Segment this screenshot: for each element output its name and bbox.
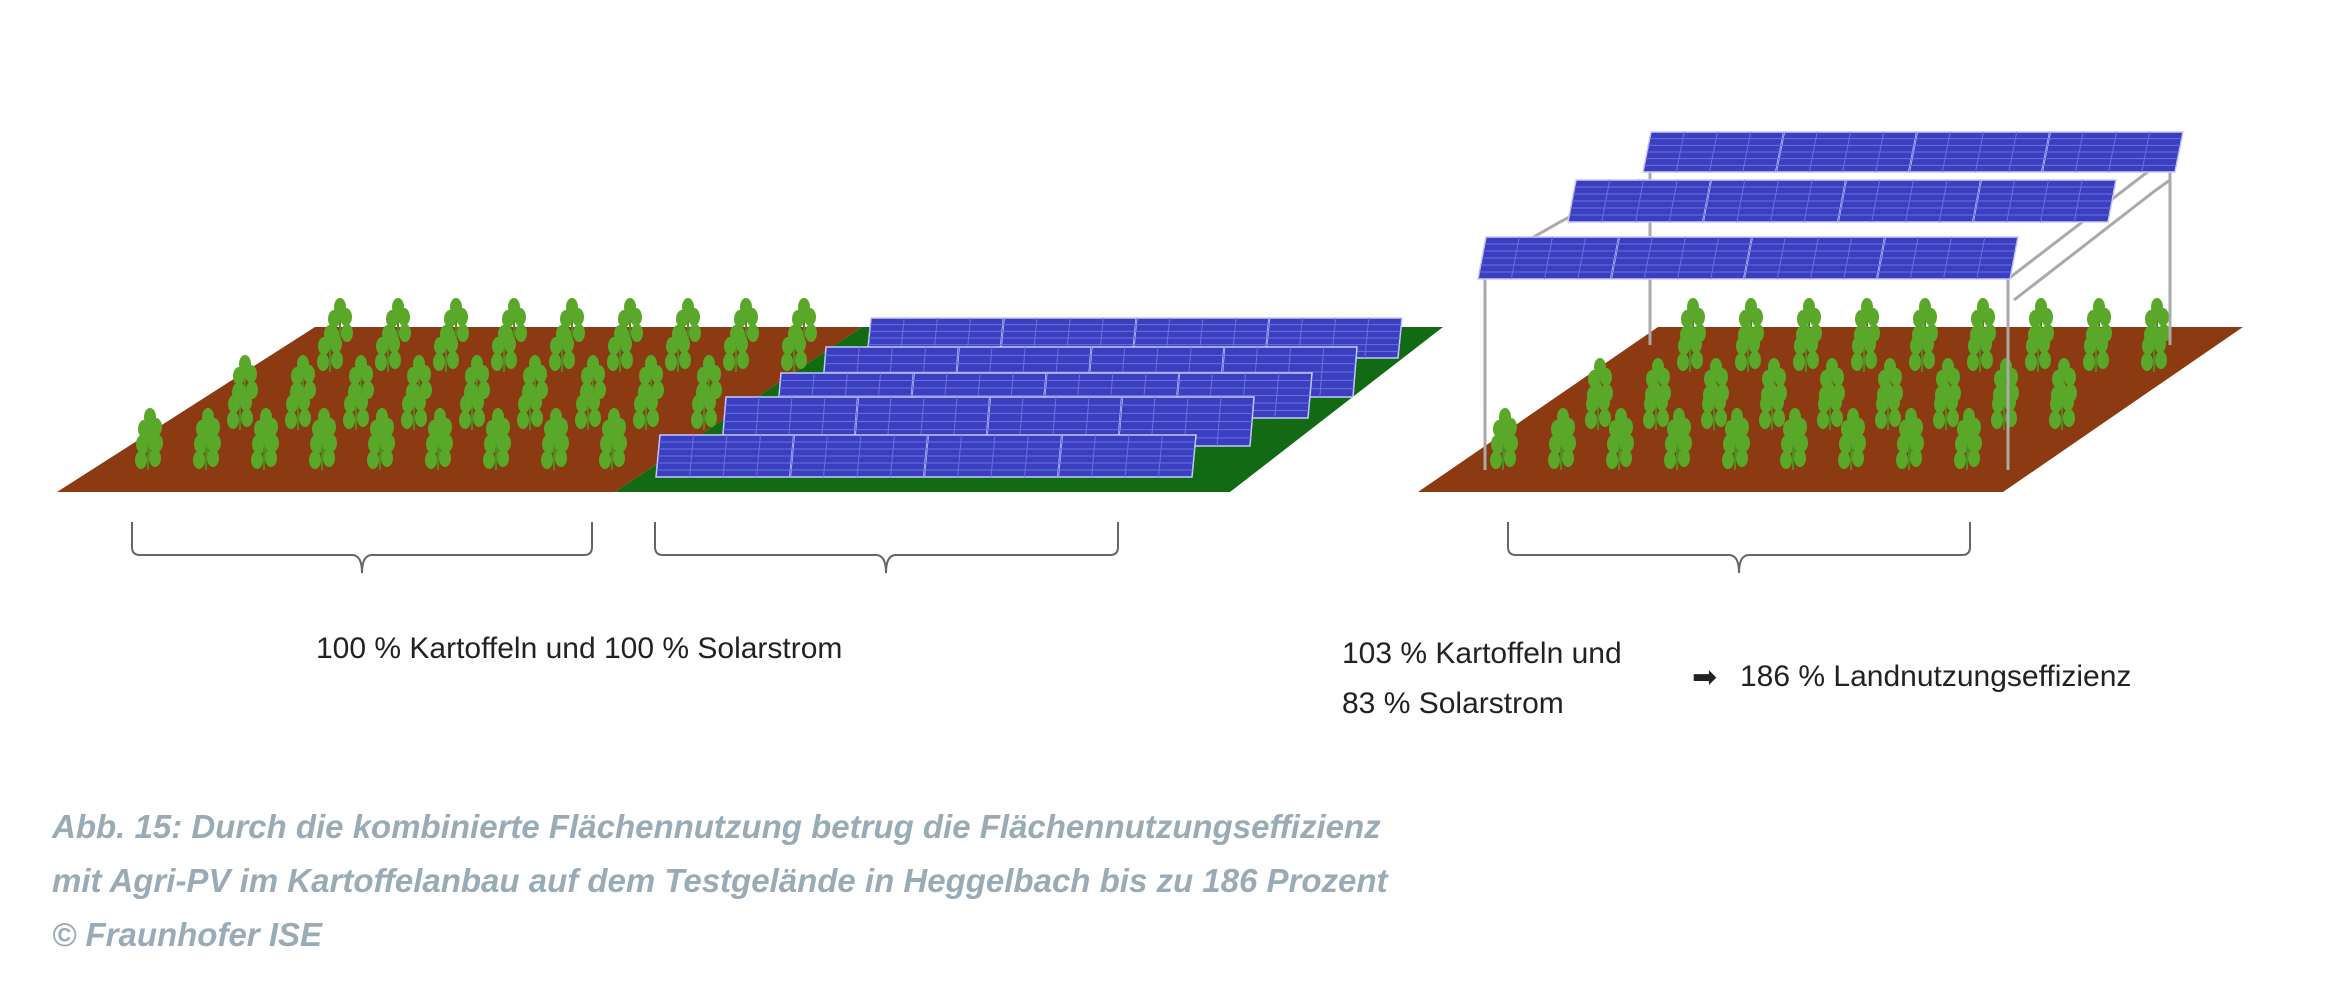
caption-line-3: © Fraunhofer ISE <box>52 916 323 953</box>
potato-plant <box>1819 358 1845 405</box>
potato-plants-left <box>135 298 817 470</box>
potato-plant <box>541 423 567 470</box>
potato-plant <box>691 383 717 430</box>
potato-plant <box>251 423 277 470</box>
potato-plant <box>193 423 219 470</box>
potato-plant <box>433 325 459 372</box>
potato-plant <box>1722 423 1748 470</box>
potato-plant <box>2083 325 2109 372</box>
potato-plant <box>375 325 401 372</box>
efficiency-label: 186 % Landnutzungseffizienz <box>1740 660 2132 693</box>
potato-plant <box>1954 423 1980 470</box>
potato-plant <box>491 325 517 372</box>
potato-plant <box>575 383 601 430</box>
potato-plant <box>1490 423 1516 470</box>
potato-plant <box>1967 325 1993 372</box>
potato-plant <box>665 325 691 372</box>
potato-plant <box>317 325 343 372</box>
potato-plant <box>1643 383 1669 430</box>
potato-plant <box>483 423 509 470</box>
potato-plant <box>781 325 807 372</box>
potato-plant <box>1664 423 1690 470</box>
potato-plant <box>1738 298 1764 345</box>
elevated-pv-rows <box>1477 131 2184 280</box>
caption-line-1: Abb. 15: Durch die kombinierte Flächennu… <box>52 808 1381 845</box>
agri-pv-scene <box>1418 131 2243 492</box>
potato-plant <box>1701 383 1727 430</box>
potato-plant <box>343 383 369 430</box>
brace-solar <box>654 522 1119 574</box>
braces <box>131 522 1971 574</box>
potato-plant <box>285 383 311 430</box>
potato-plant <box>367 423 393 470</box>
potato-plant <box>1548 423 1574 470</box>
agripv-result-line2: 83 % Solarstrom <box>1342 687 1564 720</box>
potato-plant <box>1817 383 1843 430</box>
potato-plant <box>1606 423 1632 470</box>
potato-plant <box>517 383 543 430</box>
potato-plant <box>401 383 427 430</box>
potato-plant <box>1780 423 1806 470</box>
potato-plant <box>1585 383 1611 430</box>
potato-plant <box>2049 383 2075 430</box>
potato-plant <box>723 325 749 372</box>
potato-plant <box>1875 383 1901 430</box>
potato-plant <box>1759 383 1785 430</box>
potato-plant <box>1912 298 1938 345</box>
potato-plant <box>633 383 659 430</box>
conventional-scene <box>57 298 1443 492</box>
brace-agripv <box>1507 522 1971 574</box>
potato-plant <box>607 325 633 372</box>
potato-plant <box>135 423 161 470</box>
potato-plant <box>1933 383 1959 430</box>
solar-panel-row <box>1567 179 2117 223</box>
potato-plant <box>309 423 335 470</box>
potato-plant <box>1677 325 1703 372</box>
solar-panel-row <box>1642 131 2184 173</box>
potato-plant <box>1793 325 1819 372</box>
ground-mounted-pv-rows <box>655 317 1403 478</box>
potato-plant <box>1838 423 1864 470</box>
potato-plants-right <box>1490 298 2170 470</box>
potato-plant <box>1851 325 1877 372</box>
potato-plant <box>1896 423 1922 470</box>
potato-plant <box>459 383 485 430</box>
potato-plant <box>1909 325 1935 372</box>
conventional-result-label: 100 % Kartoffeln und 100 % Solarstrom <box>316 632 843 665</box>
potato-plant <box>2025 325 2051 372</box>
potato-plant <box>425 423 451 470</box>
arrow-icon: ➡ <box>1692 661 1718 694</box>
potato-plant <box>464 355 490 402</box>
solar-panel-row <box>1477 236 2019 280</box>
agripv-result-line1: 103 % Kartoffeln und <box>1342 637 1622 670</box>
potato-plant <box>2141 325 2167 372</box>
solar-panel-row <box>655 434 1197 478</box>
potato-plant <box>227 383 253 430</box>
potato-plant <box>1735 325 1761 372</box>
potato-plant <box>599 423 625 470</box>
caption-line-2: mit Agri-PV im Kartoffelanbau auf dem Te… <box>52 862 1388 899</box>
potato-plant <box>549 325 575 372</box>
brace-potatoes <box>131 522 593 574</box>
